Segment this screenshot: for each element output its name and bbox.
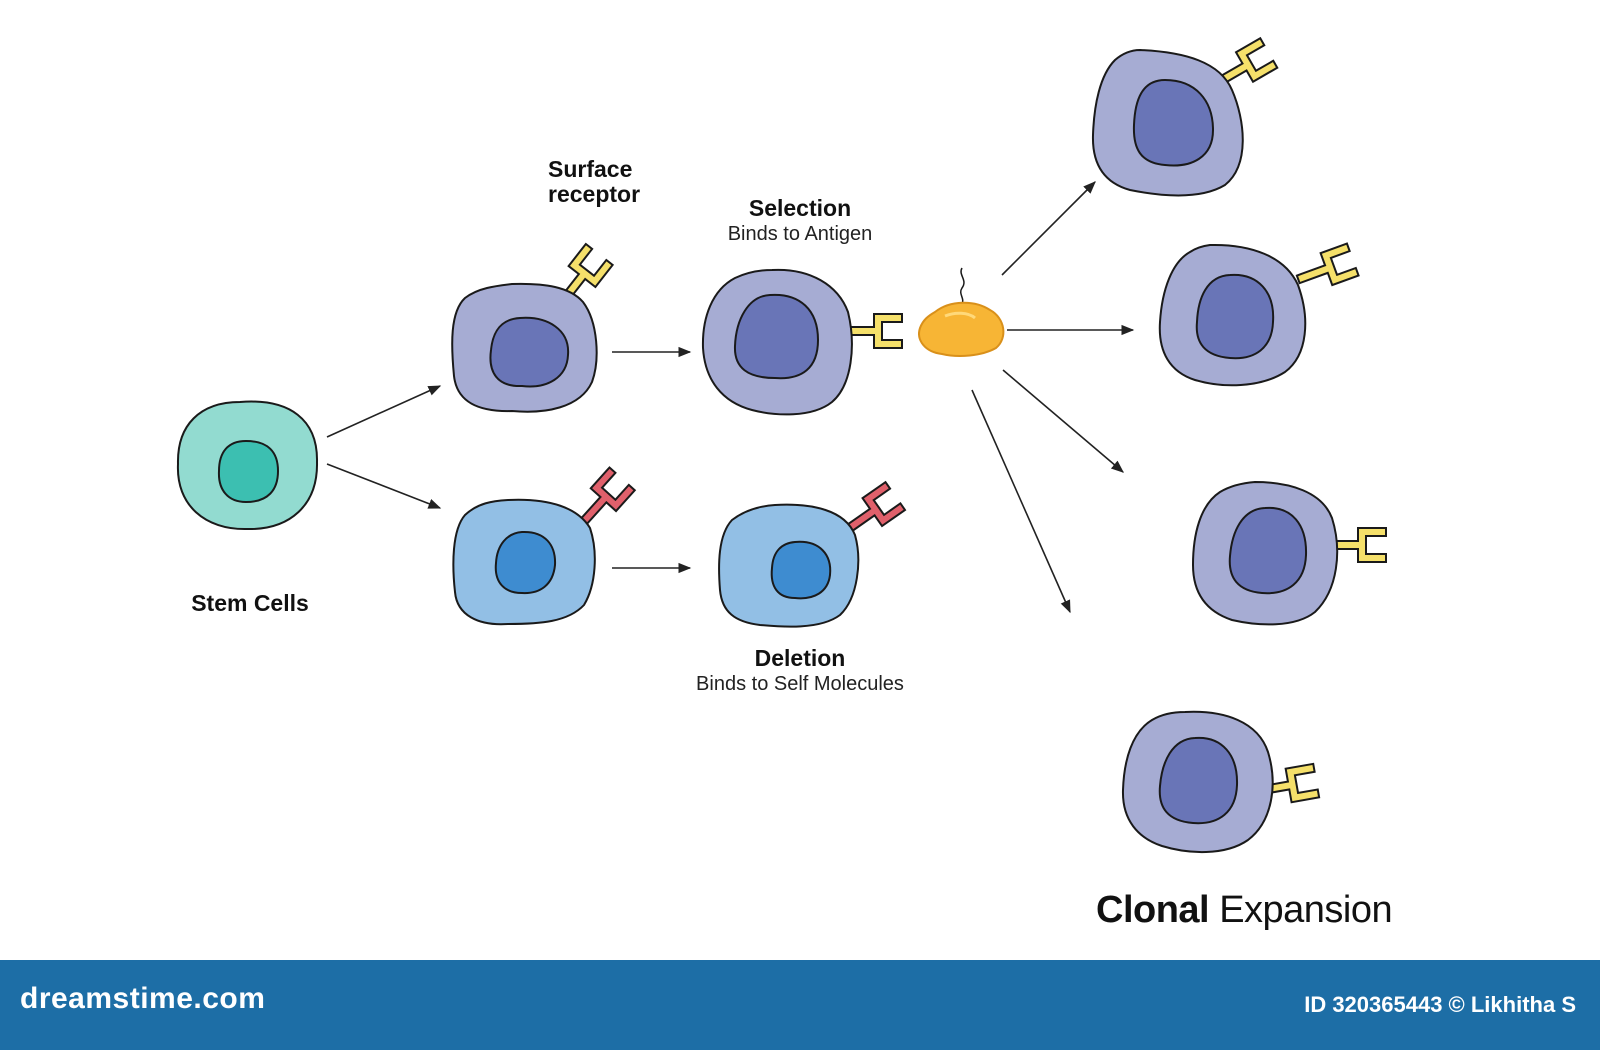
deletion-label: Deletion [754,645,846,671]
footer-bar: dreamstime.com ID 320365443 © Likhitha S [0,960,1600,1050]
b-cell-nucleus [489,316,570,388]
surface-receptor-label: Surface receptor [548,157,688,207]
clone-cell-4 [1121,710,1315,853]
arrow-icon [1001,181,1096,276]
b-cell-nucleus [733,293,820,380]
b-cell-nucleus [1228,506,1308,595]
arrows [326,181,1135,614]
title-regular: Expansion [1219,889,1393,931]
footer-image-id: ID 320365443 © Likhitha S [1304,992,1576,1017]
b-cell-nucleus-blue [770,540,832,600]
b-cell-deleted [718,488,899,628]
footer-logo[interactable]: dreamstime.com [20,982,266,1015]
b-cell-nucleus [1195,273,1275,360]
stem-cell-nucleus [217,439,280,504]
surface-receptor-label-line2: receptor [548,180,641,207]
clone-cell-2 [1158,245,1354,387]
y-receptor-icon [1298,249,1354,291]
antigen-blob-icon [918,267,1005,357]
b-cell-nucleus [1158,736,1239,825]
arrow-icon [326,463,442,509]
stem-cells-label: Stem Cells [191,590,309,616]
b-cell-selected [701,267,1005,416]
title-bold: Clonal [1096,889,1210,931]
selection-sublabel: Binds to Antigen [727,223,873,245]
arrow-icon [326,385,442,438]
b-cell-self-reactive-precursor [452,473,629,626]
arrow-icon [1002,369,1124,473]
selection-label: Selection [748,195,852,221]
b-cell-nucleus-blue [494,530,557,595]
b-cell-nucleus [1132,78,1215,167]
surface-receptor-label-line1: Surface [548,156,633,182]
deletion-sublabel: Binds to Self Molecules [696,673,904,695]
clone-cell-1 [1091,44,1272,197]
b-cell-selected-precursor [451,250,607,413]
arrow-icon [971,389,1071,614]
y-receptor-icon [1332,532,1382,558]
stem-cell [176,400,319,531]
diagram-title: Clonal Expansion [1096,889,1393,932]
clonal-selection-diagram [176,0,1600,853]
y-receptor-icon [848,318,898,344]
clone-cell-3 [1191,480,1382,626]
